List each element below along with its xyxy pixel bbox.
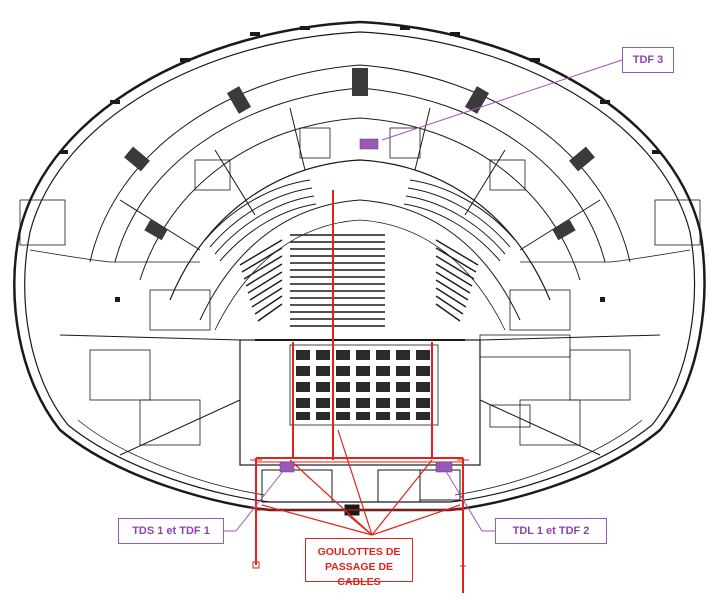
seating-upper-left	[204, 179, 317, 262]
stair-blocks	[124, 68, 595, 241]
callout-leaders	[224, 59, 623, 532]
seating-left	[239, 239, 283, 322]
tds1-tdf1-label: TDS 1 et TDF 1	[118, 518, 224, 544]
technical-rooms	[279, 138, 453, 473]
tdl1-tdf2-label: TDL 1 et TDF 2	[495, 518, 607, 544]
cable-trays-callout-line1: GOULOTTES DE	[317, 546, 401, 558]
red-tick-marks	[250, 459, 469, 569]
tdf3-label: TDF 3	[622, 47, 674, 73]
cable-trays-callout-line2: PASSAGE DE CABLES	[324, 561, 394, 588]
cable-arrows	[261, 429, 461, 536]
seating-center	[290, 234, 385, 327]
seating-upper-right	[403, 179, 516, 262]
room-details	[19, 127, 701, 446]
cable-trays-callout: GOULOTTES DE PASSAGE DE CABLES	[305, 538, 413, 588]
stage-grid	[296, 350, 430, 420]
perimeter-marks	[60, 26, 660, 302]
seating-right	[435, 239, 479, 322]
stage-area	[239, 339, 481, 466]
lobby-walls	[261, 469, 461, 516]
